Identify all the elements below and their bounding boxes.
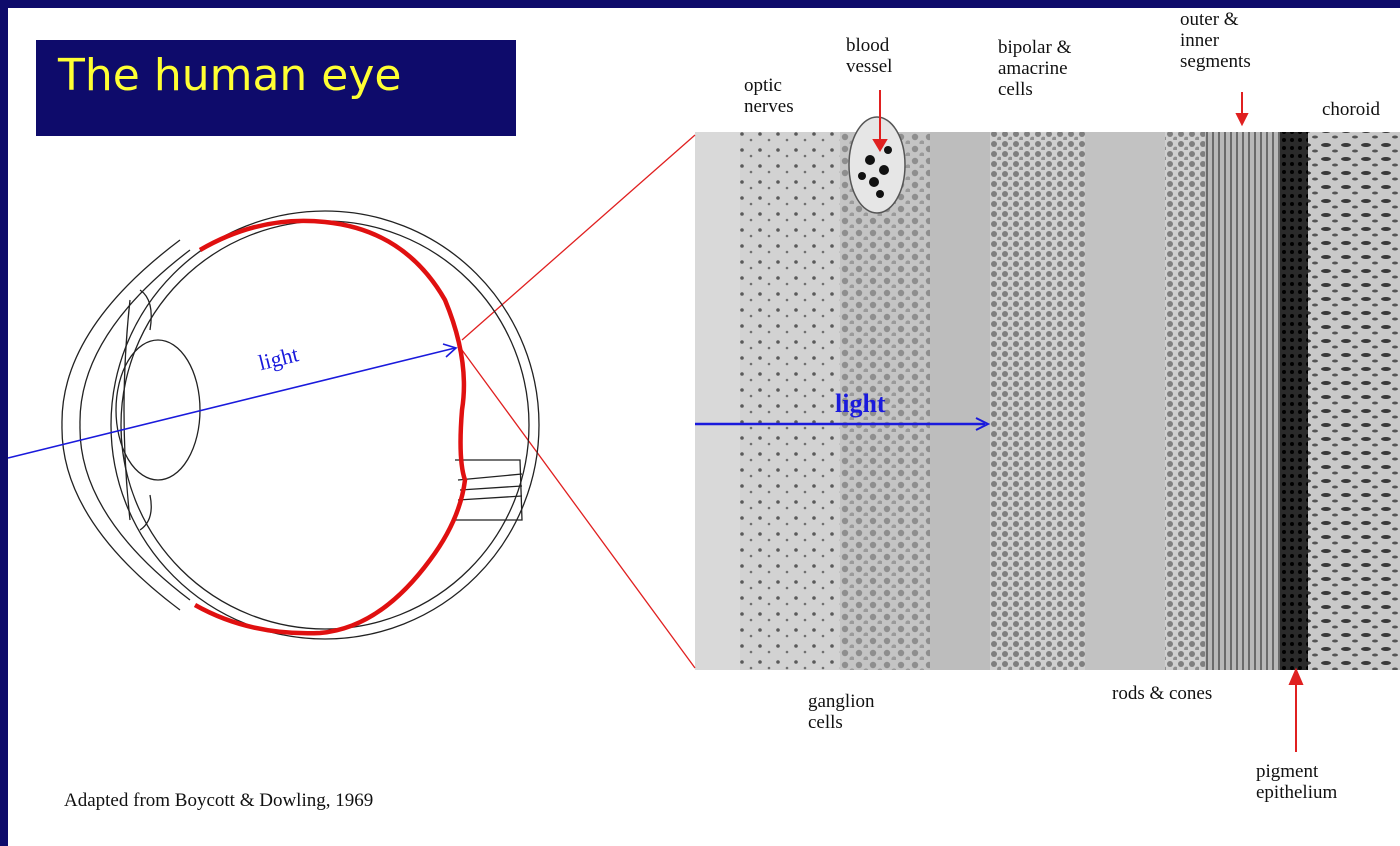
- retina-light-label: light: [835, 390, 886, 419]
- ciliary-body: [124, 300, 130, 520]
- source-credit: Adapted from Boycott & Dowling, 1969: [64, 790, 373, 812]
- sclera-inner: [121, 221, 529, 629]
- label-bipolar-amacrine: bipolar & amacrine cells: [998, 38, 1071, 101]
- lens: [116, 340, 200, 480]
- label-ganglion-cells: ganglion cells: [808, 692, 875, 734]
- cornea-inner: [80, 250, 190, 600]
- label-choroid: choroid: [1322, 100, 1380, 121]
- label-blood-vessel: blood vessel: [846, 36, 892, 78]
- label-outer-inner-segments: outer & inner segments: [1180, 10, 1251, 73]
- sclera-outer: [111, 211, 539, 639]
- label-rods-cones: rods & cones: [1112, 684, 1212, 705]
- label-pigment-epithelium: pigment epithelium: [1256, 762, 1337, 804]
- retina-red: [195, 221, 465, 633]
- label-optic-nerves: optic nerves: [744, 76, 794, 118]
